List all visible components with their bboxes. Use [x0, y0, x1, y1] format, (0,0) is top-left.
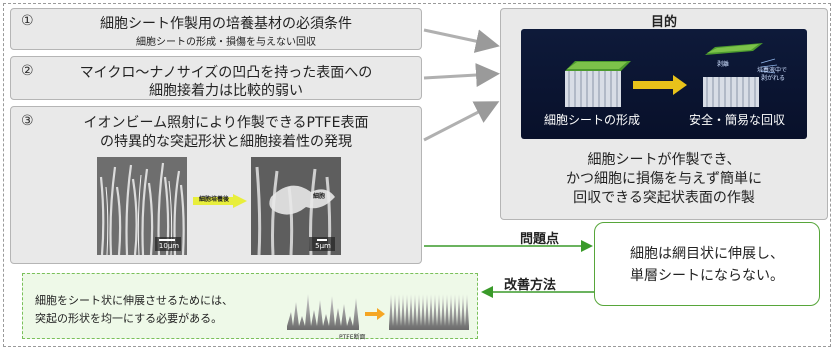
sheet-illustration — [565, 43, 778, 107]
medium-note-1: 培養液中で — [757, 67, 788, 74]
right-caption: 安全・簡易な回収 — [688, 113, 785, 127]
item-title: マイクロ～ナノサイズの凹凸を持った表面への — [79, 65, 373, 81]
cell-texture — [251, 157, 341, 255]
ptfe-cross-section — [287, 294, 469, 330]
left-caption: 細胞シートの形成 — [543, 113, 640, 127]
goal-desc-3: 回収できる突起状表面の作製 — [573, 190, 755, 206]
problem-line-1: 細胞は網目状に伸展し、 — [630, 246, 784, 262]
scale-label: 10μm — [158, 242, 180, 250]
arrow-label: 細胞培養後 — [198, 196, 229, 203]
improve-line-1: 細胞をシート状に伸展させるためには、 — [35, 294, 233, 307]
item-number: ② — [21, 63, 34, 79]
fiber-texture — [97, 157, 187, 255]
condition-box-1: ① 細胞シート作製用の培養基材の必須条件 細胞シートの形成・損傷を与えない回収 — [10, 8, 422, 50]
scale-label: 5μm — [315, 242, 331, 250]
condition-box-3: ③ イオンビーム照射により作製できるPTFE表面 の特異的な突起形状と細胞接着性… — [10, 106, 422, 264]
ptfe-caption: PTFE断面 — [339, 334, 366, 341]
right-substrate — [703, 43, 778, 107]
sem-image-after: 細胞 5μm — [251, 157, 341, 255]
scale-bar — [159, 239, 175, 241]
culture-arrow: 細胞培養後 — [193, 193, 247, 208]
improve-box: 細胞をシート状に伸展させるためには、 突起の形状を均一にする必要がある。 PTF… — [22, 273, 478, 341]
goal-illustration: 剥離 培養液中で 剥がれる 細胞シートの形成 安全・簡易な回収 — [521, 29, 807, 139]
goal-desc-2: かつ細胞に損傷を与えず簡単に — [566, 171, 762, 187]
improve-line-2: 突起の形状を均一にする必要がある。 — [35, 312, 223, 325]
item-number: ③ — [21, 113, 34, 129]
problem-box: 細胞は網目状に伸展し、 単層シートにならない。 — [594, 222, 820, 306]
problem-label: 問題点 — [520, 232, 560, 247]
medium-note-2: 剥がれる — [761, 75, 786, 82]
condition-box-2: ② マイクロ～ナノサイズの凹凸を持った表面への 細胞接着力は比較的弱い — [10, 56, 422, 100]
outer-frame — [3, 3, 831, 347]
sem-image-before: 10μm — [97, 157, 187, 255]
item-subtitle: 細胞シートの形成・損傷を与えない回収 — [136, 37, 316, 48]
improve-label: 改善方法 — [504, 278, 557, 293]
left-substrate — [565, 61, 631, 107]
scale-bar — [317, 239, 327, 241]
problem-line-2: 単層シートにならない。 — [630, 268, 784, 284]
goal-box: 目的 — [500, 8, 828, 220]
detach-label: 剥離 — [717, 61, 730, 68]
item-title: 細胞シート作製用の培養基材の必須条件 — [100, 16, 352, 32]
goal-title: 目的 — [650, 15, 677, 30]
item-title: イオンビーム照射により作製できるPTFE表面 — [83, 115, 369, 131]
item-subtitle: の特異的な突起形状と細胞接着性の発現 — [100, 134, 352, 150]
goal-desc-1: 細胞シートが作製でき、 — [587, 152, 741, 168]
item-number: ① — [21, 13, 34, 29]
item-subtitle: 細胞接着力は比較的弱い — [149, 83, 303, 99]
cell-label: 細胞 — [313, 193, 326, 200]
